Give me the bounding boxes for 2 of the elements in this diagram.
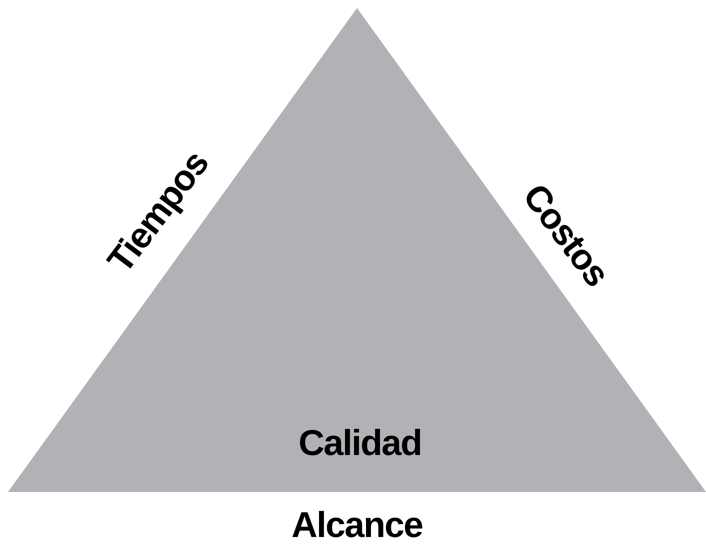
base-label: Alcance [291,504,423,546]
triangle-center-label: Calidad [298,422,422,464]
